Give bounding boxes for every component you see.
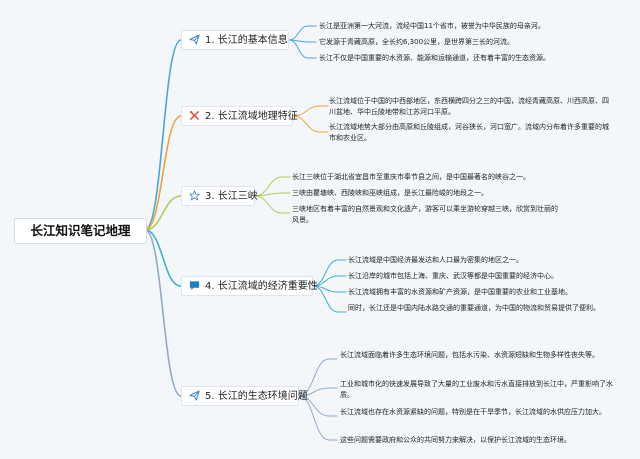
topic-basic-info[interactable]: 1. 长江的基本信息 <box>181 30 289 50</box>
connector-line <box>144 39 182 231</box>
connector-line <box>144 229 182 287</box>
note: 长江流域位于中国的中西部地区，东西横跨四分之三的中国，流经青藏高原、川西高原、四… <box>329 97 609 116</box>
paper-plane-icon <box>188 387 201 407</box>
connector-line <box>312 275 347 287</box>
connector-line <box>312 259 347 287</box>
connector-line <box>292 105 329 117</box>
connector-line <box>288 25 317 41</box>
topic-geography[interactable]: 2. 长江流域地理特征 <box>181 106 298 127</box>
note: 长江流域拥有丰富的水资源和矿产资源，是中国重要的农业和工业基地。 <box>348 288 572 296</box>
connector-line <box>288 39 317 59</box>
connector-line <box>292 115 329 133</box>
connector-line <box>312 285 347 313</box>
connector-line <box>144 115 182 231</box>
star-icon <box>188 187 201 207</box>
note: 长江流域地势大部分由高原和丘陵组成，河谷狭长，河口宽广。流域内分布着许多重要的城… <box>329 123 609 142</box>
connector-line <box>298 395 338 441</box>
connector-line <box>144 195 182 231</box>
crossed-tools-icon <box>188 107 201 127</box>
note: 三峡地区有着丰富的自然景观和文化遗产，游客可以乘坐游轮穿越三峡，欣赏到壮丽的风景… <box>292 205 558 224</box>
note: 长江流域面临着许多生态环境问题，包括水污染、水资源短缺和生物多样性丧失等。 <box>340 351 599 359</box>
note: 长江流域是中国经济最发达和人口最为密集的地区之一。 <box>348 256 523 264</box>
connector-line <box>298 358 338 397</box>
paper-plane-icon <box>188 31 201 51</box>
connector-line <box>144 229 182 397</box>
root-topic[interactable]: 长江知识笔记地理 <box>14 218 147 244</box>
note: 三峡由瞿塘峡、西陵峡和巫峡组成，是长江最险峻的地段之一。 <box>292 189 488 197</box>
note: 长江沿岸的城市包括上海、重庆、武汉等都是中国重要的经济中心。 <box>348 272 558 280</box>
note: 长江不仅是中国重要的水资源、能源和运输通道，还有着丰富的生态资源。 <box>319 54 550 62</box>
note: 它发源于青藏高原，全长约6,300公里，是世界第三长的河流。 <box>319 38 515 46</box>
connector-line <box>254 195 291 214</box>
topic-label: 4. 长江流域的经济重要性 <box>205 281 318 292</box>
topic-label: 1. 长江的基本信息 <box>205 35 288 46</box>
connector-line <box>254 176 291 197</box>
connector-line <box>312 285 347 293</box>
topic-label: 5. 长江的生态环境问题 <box>205 391 308 402</box>
topic-ecology[interactable]: 5. 长江的生态环境问题 <box>181 386 308 407</box>
topic-label: 3. 长江三峡 <box>205 191 258 202</box>
note: 长江流域也存在水资源紧缺的问题，特别是在干旱季节，长江流域的水供应压力加大。 <box>340 408 606 416</box>
topic-three-gorges[interactable]: 3. 长江三峡 <box>181 186 258 207</box>
note: 长江三峡位于湖北省宜昌市至重庆市奉节县之间，是中国最著名的峡谷之一。 <box>292 173 530 181</box>
note: 工业和城市化的快速发展导致了大量的工业废水和污水直接排放到长江中，严重影响了水质… <box>340 380 613 399</box>
connector-line <box>254 192 291 197</box>
topic-label: 2. 长江流域地理特征 <box>205 111 298 122</box>
note: 长江是亚洲第一大河流，流经中国11个省市，被誉为中华民族的母亲河。 <box>319 22 545 30</box>
connector-line <box>298 387 338 397</box>
note: 同时，长江还是中国内陆水路交通的重要通道，为中国的物流和贸易提供了便利。 <box>348 304 600 312</box>
topic-economy[interactable]: 4. 长江流域的经济重要性 <box>181 276 318 297</box>
note: 这些问题需要政府和公众的共同努力来解决，以保护长江流域的生态环境。 <box>340 436 571 444</box>
speech-bubble-icon <box>188 277 201 297</box>
